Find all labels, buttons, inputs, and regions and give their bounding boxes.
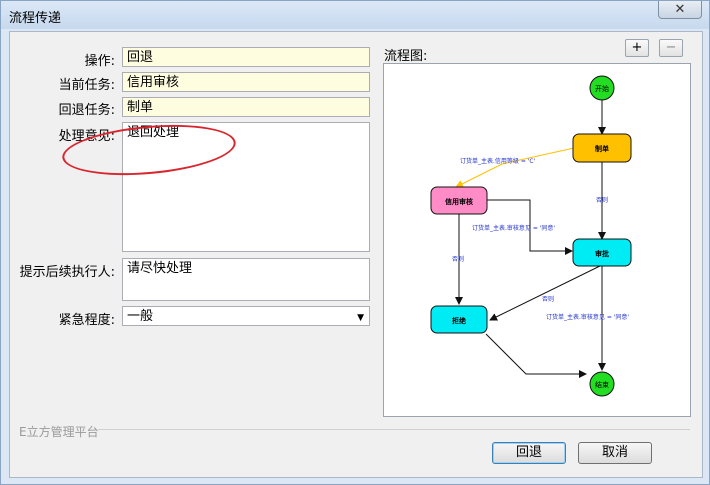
edge-label-else-1: 否则	[596, 196, 608, 204]
node-approve	[572, 238, 632, 267]
rollback-task-field: 制单	[122, 97, 370, 117]
close-icon: ✕	[674, 2, 686, 17]
node-end-label: 结束	[595, 380, 609, 389]
flow-label: 流程图:	[384, 49, 428, 64]
urgency-label: 紧急程度:	[58, 313, 115, 328]
zoom-in-button[interactable]: +	[625, 39, 649, 57]
node-approve-label: 审批	[595, 249, 609, 258]
edge-reject-end	[485, 333, 587, 378]
window-title: 流程传递	[9, 11, 62, 26]
node-make	[572, 133, 632, 163]
node-start	[589, 75, 615, 101]
opinion-textarea[interactable]: 退回处理	[122, 122, 370, 252]
node-credit	[430, 186, 488, 215]
edge-label-else-2: 否则	[452, 255, 464, 263]
dialog-body: 操作: 回退 当前任务: 信用审核 回退任务: 制单 处理意见: 退回处理 提示…	[9, 31, 703, 478]
node-end	[589, 371, 615, 397]
zoom-out-button[interactable]: −	[659, 39, 683, 57]
cancel-button[interactable]: 取消	[578, 442, 652, 464]
node-credit-label: 信用审核	[445, 197, 473, 206]
dropdown-arrow-icon[interactable]: ▼	[357, 313, 364, 323]
opinion-label: 处理意见:	[58, 129, 115, 144]
close-button[interactable]: ✕	[658, 1, 702, 19]
next-hint-label: 提示后续执行人:	[19, 265, 115, 280]
edge-label-else-3: 否则	[542, 295, 554, 303]
edge-credit-approve	[486, 199, 573, 255]
edge-make-credit	[455, 147, 575, 188]
node-make-label: 制单	[595, 144, 609, 153]
flow-chart-panel: 订货单_主表.信用等级 = 'C' 否则 订货单_主表.审核意见 = '同意' …	[383, 63, 691, 417]
minus-icon: −	[665, 40, 677, 55]
plus-icon: +	[631, 40, 643, 55]
title-bar[interactable]: 流程传递 ✕	[1, 1, 709, 29]
rollback-button[interactable]: 回退	[492, 442, 566, 464]
edge-label-agree-2: 订货单_主表.审核意见 = '同意'	[546, 313, 629, 321]
edge-approve-reject	[489, 264, 603, 321]
platform-label: E立方管理平台	[19, 425, 99, 439]
current-task-label: 当前任务:	[58, 78, 115, 93]
urgency-select[interactable]: 一般 ▼	[122, 306, 370, 326]
current-task-field: 信用审核	[122, 72, 370, 92]
edge-label-credit-c: 订货单_主表.信用等级 = 'C'	[460, 157, 536, 165]
node-reject-label: 拒绝	[452, 316, 466, 325]
rollback-task-label: 回退任务:	[58, 103, 115, 118]
group-divider	[98, 429, 690, 430]
urgency-value: 一般	[127, 309, 154, 324]
edge-label-agree-1: 订货单_主表.审核意见 = '同意'	[472, 224, 555, 232]
flow-chart: 订货单_主表.信用等级 = 'C' 否则 订货单_主表.审核意见 = '同意' …	[430, 75, 632, 397]
node-reject	[430, 305, 488, 334]
next-hint-textarea[interactable]: 请尽快处理	[122, 258, 370, 301]
node-start-label: 开始	[595, 84, 609, 93]
operation-label: 操作:	[84, 54, 115, 69]
operation-field: 回退	[122, 47, 370, 67]
